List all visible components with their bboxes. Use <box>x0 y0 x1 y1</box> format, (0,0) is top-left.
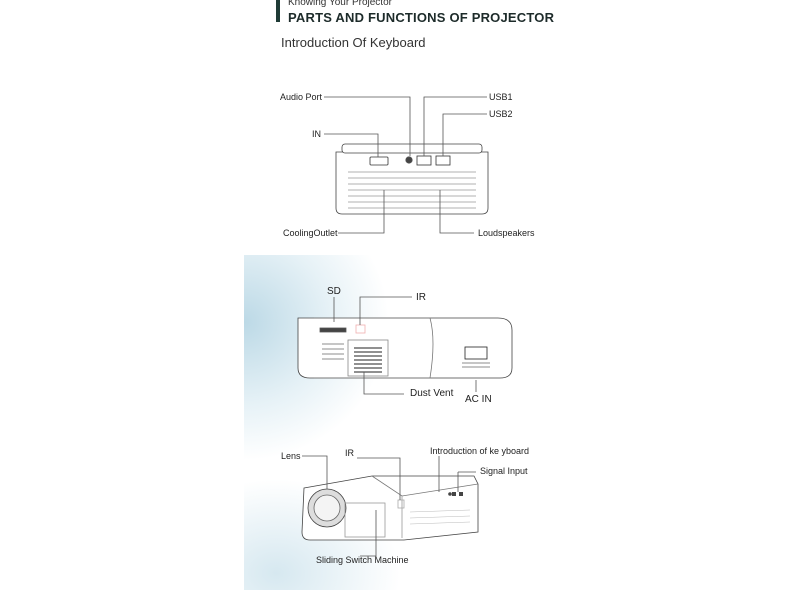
manual-page <box>244 0 566 590</box>
dust-vent-grille <box>354 347 382 373</box>
label-audio-port: Audio Port <box>280 92 323 102</box>
label-loudspeakers: Loudspeakers <box>478 228 535 238</box>
hdmi-port-icon <box>369 156 389 166</box>
usb1-port-icon <box>416 155 432 166</box>
label-ir-side: IR <box>416 292 426 303</box>
sd-slot-icon <box>319 327 347 333</box>
label-signal-input: Signal Input <box>480 466 528 476</box>
page-subtitle: Introduction Of Keyboard <box>281 35 426 50</box>
usb2-port-icon <box>435 155 451 166</box>
label-ir-front: IR <box>345 448 354 458</box>
label-sliding-switch: Sliding Switch Machine <box>316 555 409 565</box>
front-view-projector <box>301 455 479 557</box>
label-usb1: USB1 <box>489 92 513 102</box>
label-sd: SD <box>327 286 341 297</box>
label-keyboard: Introduction of ke yboard <box>430 446 530 456</box>
label-ac-in: AC IN <box>465 394 492 405</box>
label-lens: Lens <box>281 451 301 461</box>
cooling-grille <box>348 171 476 209</box>
ac-in-socket-icon <box>464 346 488 360</box>
rear-view-projector <box>324 96 489 234</box>
header-accent-bar <box>276 0 280 22</box>
page-title: PARTS AND FUNCTIONS OF PROJECTOR <box>288 10 555 25</box>
label-in: IN <box>312 129 321 139</box>
section-kicker: Knowing Your Projector <box>288 0 392 8</box>
label-usb2: USB2 <box>489 109 513 119</box>
side-view-projector <box>297 296 513 395</box>
signal-ports-icon <box>448 492 463 496</box>
ir-sensor-icon <box>355 324 366 334</box>
audio-jack-icon <box>405 156 413 164</box>
label-dust-vent: Dust Vent <box>410 388 454 399</box>
label-cooling-outlet: CoolingOutlet <box>283 228 338 238</box>
